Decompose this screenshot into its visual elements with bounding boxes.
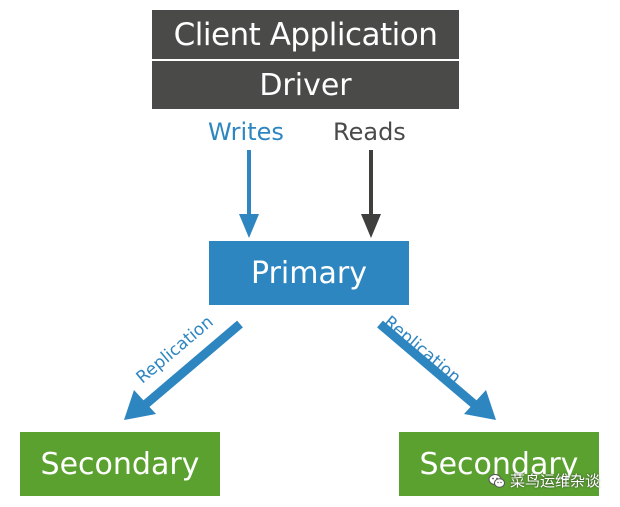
reads-label: Reads	[333, 118, 406, 146]
wechat-icon	[488, 473, 505, 488]
replication-arrow-right	[377, 320, 496, 420]
driver-box: Driver	[152, 61, 459, 109]
primary-label: Primary	[251, 255, 367, 291]
client-application-label: Client Application	[173, 16, 438, 53]
watermark-text: 菜鸟运维杂谈	[510, 472, 601, 490]
secondary-box-left: Secondary	[20, 432, 220, 496]
replication-arrow-left	[124, 320, 243, 420]
client-application-box: Client Application	[152, 10, 459, 59]
primary-box: Primary	[209, 241, 409, 305]
writes-arrow	[239, 150, 259, 238]
secondary-label-left: Secondary	[40, 446, 200, 482]
writes-label: Writes	[208, 118, 284, 146]
watermark: 菜鸟运维杂谈	[488, 470, 600, 491]
reads-arrow	[361, 150, 381, 238]
driver-label: Driver	[259, 67, 352, 103]
